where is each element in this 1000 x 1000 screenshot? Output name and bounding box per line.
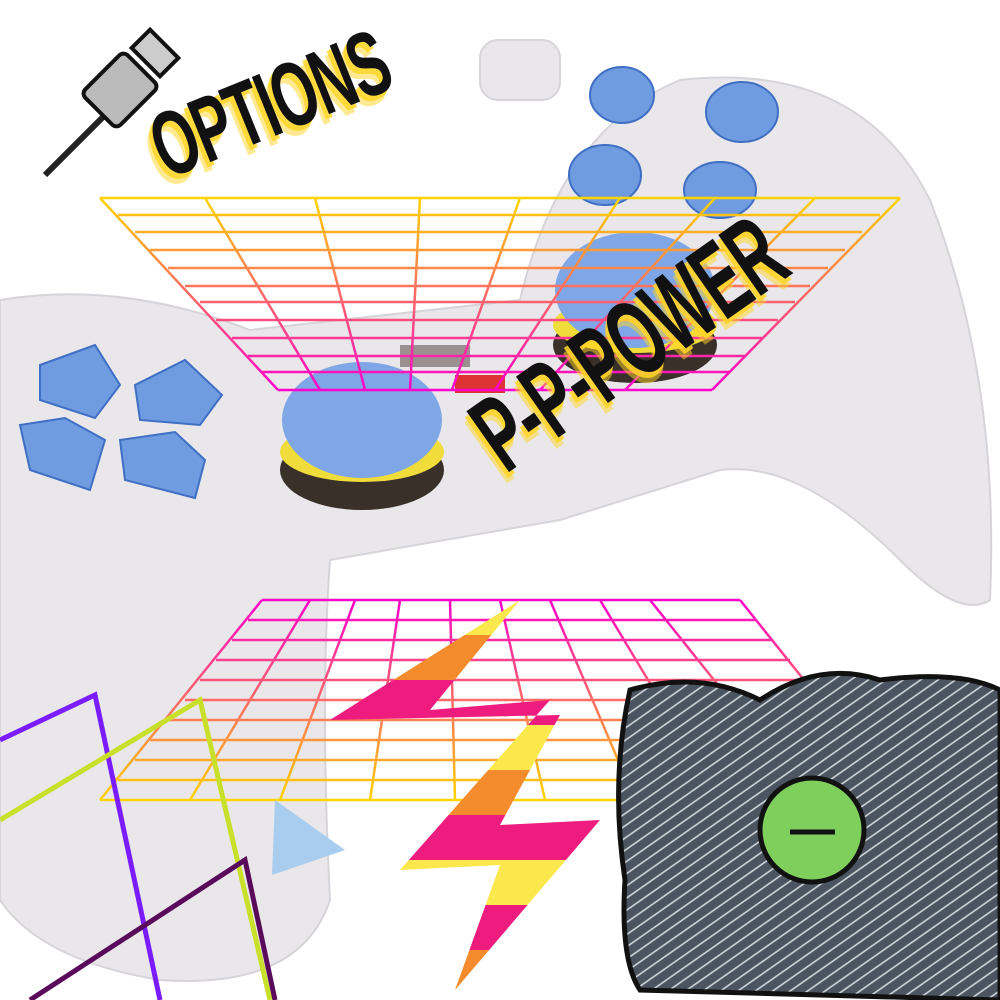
triangle-shape xyxy=(272,800,345,875)
xbox-console-sketch xyxy=(616,670,1000,1000)
dpad xyxy=(18,343,224,500)
neon-lines xyxy=(0,691,278,1000)
top-perspective-grid xyxy=(99,196,901,392)
face-buttons xyxy=(568,66,779,219)
gamepad-controller xyxy=(0,39,993,982)
pushpin-icon xyxy=(42,26,182,178)
